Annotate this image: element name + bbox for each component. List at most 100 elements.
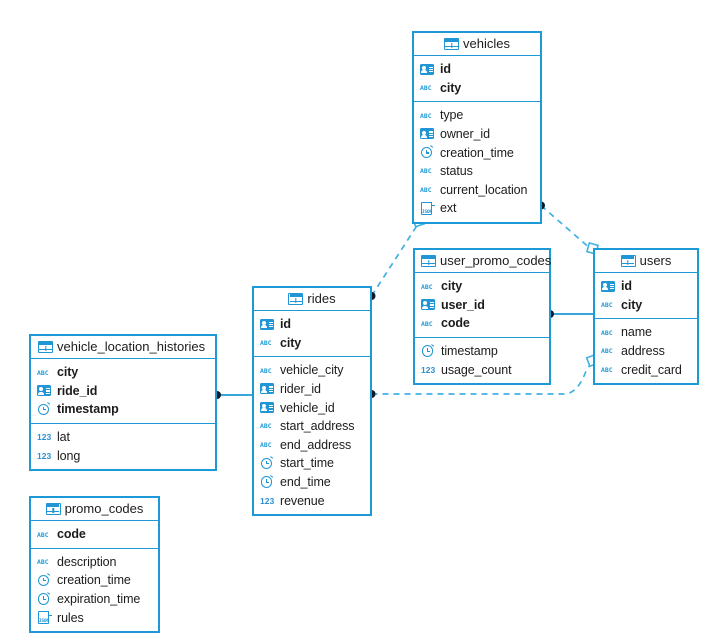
edge-upc-users[interactable] bbox=[546, 310, 593, 318]
field-name: name bbox=[621, 325, 652, 340]
abc-string-icon: ABC bbox=[420, 111, 432, 120]
field-row[interactable]: expiration_time bbox=[37, 590, 152, 609]
field-name: expiration_time bbox=[57, 591, 141, 606]
field-row[interactable]: ABC city bbox=[421, 277, 543, 296]
abc-string-icon: ABC bbox=[601, 365, 613, 374]
field-row[interactable]: start_time bbox=[260, 454, 364, 473]
table-user-promo-codes[interactable]: user_promo_codes ABC city user_id ABC co… bbox=[413, 248, 552, 386]
field-name: start_address bbox=[280, 419, 355, 434]
field-name: vehicle_id bbox=[280, 400, 335, 415]
field-name: timestamp bbox=[57, 402, 119, 417]
field-row[interactable]: JSON ext bbox=[420, 199, 534, 218]
field-row[interactable]: ABC vehicle_city bbox=[260, 361, 364, 380]
table-grid-icon bbox=[45, 502, 61, 515]
123-number-icon: 123 bbox=[37, 432, 52, 443]
field-row[interactable]: ABC description bbox=[37, 553, 152, 572]
table-grid-icon bbox=[38, 340, 53, 353]
abc-string-icon: ABC bbox=[260, 441, 272, 450]
table-header-user-promo-codes: user_promo_codes bbox=[415, 250, 552, 274]
123-number-icon: 123 bbox=[421, 364, 436, 375]
field-row[interactable]: ABC start_address bbox=[260, 417, 364, 436]
table-header-promo-codes: promo_codes bbox=[31, 498, 158, 522]
field-row[interactable]: timestamp bbox=[421, 342, 543, 361]
table-grid-icon bbox=[288, 292, 304, 305]
field-row[interactable]: JSON rules bbox=[37, 609, 152, 628]
field-name: vehicle_city bbox=[280, 363, 344, 378]
field-row[interactable]: ABC code bbox=[421, 314, 543, 333]
table-vehicle-location-histories[interactable]: vehicle_location_histories ABC city ride… bbox=[29, 334, 217, 472]
field-name: creation_time bbox=[57, 573, 131, 588]
field-row[interactable]: creation_time bbox=[420, 144, 534, 163]
field-name: city bbox=[441, 279, 463, 294]
clock-icon bbox=[260, 474, 275, 489]
field-row[interactable]: 123 lat bbox=[37, 428, 209, 447]
table-promo-codes[interactable]: promo_codes ABC code ABC description cre… bbox=[29, 496, 160, 634]
abc-string-icon: ABC bbox=[260, 422, 272, 431]
table-users[interactable]: users id ABC city ABC name ABC address A… bbox=[593, 248, 699, 386]
field-row[interactable]: id bbox=[601, 277, 691, 296]
abc-string-icon: ABC bbox=[37, 368, 49, 377]
field-row[interactable]: creation_time bbox=[37, 571, 152, 590]
field-row[interactable]: ABC city bbox=[420, 79, 534, 98]
table-header-vehicle-location-histories: vehicle_location_histories bbox=[31, 336, 215, 360]
field-row[interactable]: ride_id bbox=[37, 382, 209, 401]
table-title: user_promo_codes bbox=[440, 253, 552, 269]
field-row[interactable]: ABC address bbox=[601, 342, 691, 361]
edge-vlh-rides[interactable] bbox=[213, 391, 252, 399]
clock-icon bbox=[37, 591, 52, 606]
table-header-rides: rides bbox=[254, 288, 370, 312]
field-row[interactable]: id bbox=[420, 60, 534, 79]
table-title: vehicles bbox=[463, 36, 510, 52]
primary-key-section: id ABC city bbox=[254, 311, 370, 358]
clock-icon bbox=[421, 343, 436, 358]
field-row[interactable]: 123 usage_count bbox=[421, 361, 543, 380]
field-row[interactable]: 123 long bbox=[37, 447, 209, 466]
field-row[interactable]: rider_id bbox=[260, 380, 364, 399]
field-row[interactable]: ABC credit_card bbox=[601, 361, 691, 380]
field-row[interactable]: ABC code bbox=[37, 525, 152, 544]
field-row[interactable]: ABC status bbox=[420, 162, 534, 181]
field-row[interactable]: ABC name bbox=[601, 323, 691, 342]
field-name: end_time bbox=[280, 474, 331, 489]
abc-string-icon: ABC bbox=[420, 167, 432, 176]
field-row[interactable]: owner_id bbox=[420, 125, 534, 144]
primary-key-section: ABC code bbox=[31, 521, 158, 549]
field-name: city bbox=[57, 365, 79, 380]
clock-icon bbox=[260, 456, 275, 471]
field-name: code bbox=[441, 316, 470, 331]
primary-key-section: ABC city ride_id timestamp bbox=[31, 359, 215, 424]
json-document-icon: JSON bbox=[420, 202, 435, 216]
abc-string-icon: ABC bbox=[420, 84, 432, 93]
table-rides[interactable]: rides id ABC city ABC vehicle_city rider… bbox=[252, 286, 372, 517]
field-name: long bbox=[57, 448, 81, 463]
field-row[interactable]: vehicle_id bbox=[260, 399, 364, 418]
edge-vehicles-users[interactable] bbox=[537, 201, 600, 256]
field-row[interactable]: ABC city bbox=[260, 334, 364, 353]
id-card-key-icon bbox=[601, 280, 616, 294]
field-row[interactable]: ABC city bbox=[601, 296, 691, 315]
field-name: code bbox=[57, 527, 86, 542]
field-row[interactable]: 123 revenue bbox=[260, 492, 364, 511]
field-name: end_address bbox=[280, 437, 352, 452]
table-grid-icon bbox=[421, 254, 436, 267]
field-name: city bbox=[280, 335, 302, 350]
id-card-key-icon bbox=[420, 63, 435, 77]
field-row[interactable]: ABC end_address bbox=[260, 436, 364, 455]
field-name: city bbox=[440, 80, 462, 95]
fields-section: 123 lat 123 long bbox=[31, 424, 215, 469]
field-row[interactable]: id bbox=[260, 315, 364, 334]
field-row[interactable]: user_id bbox=[421, 296, 543, 315]
field-row[interactable]: end_time bbox=[260, 473, 364, 492]
table-header-vehicles: vehicles bbox=[414, 33, 540, 57]
table-title: users bbox=[639, 253, 672, 269]
field-row[interactable]: ABC current_location bbox=[420, 181, 534, 200]
field-row[interactable]: timestamp bbox=[37, 400, 209, 419]
table-vehicles[interactable]: vehicles id ABC city ABC type owner_id bbox=[412, 31, 542, 224]
clock-icon bbox=[37, 573, 52, 588]
field-name: city bbox=[621, 297, 643, 312]
json-document-icon: JSON bbox=[37, 611, 52, 625]
field-row[interactable]: ABC city bbox=[37, 363, 209, 382]
field-row[interactable]: ABC type bbox=[420, 106, 534, 125]
field-name: status bbox=[440, 164, 473, 179]
